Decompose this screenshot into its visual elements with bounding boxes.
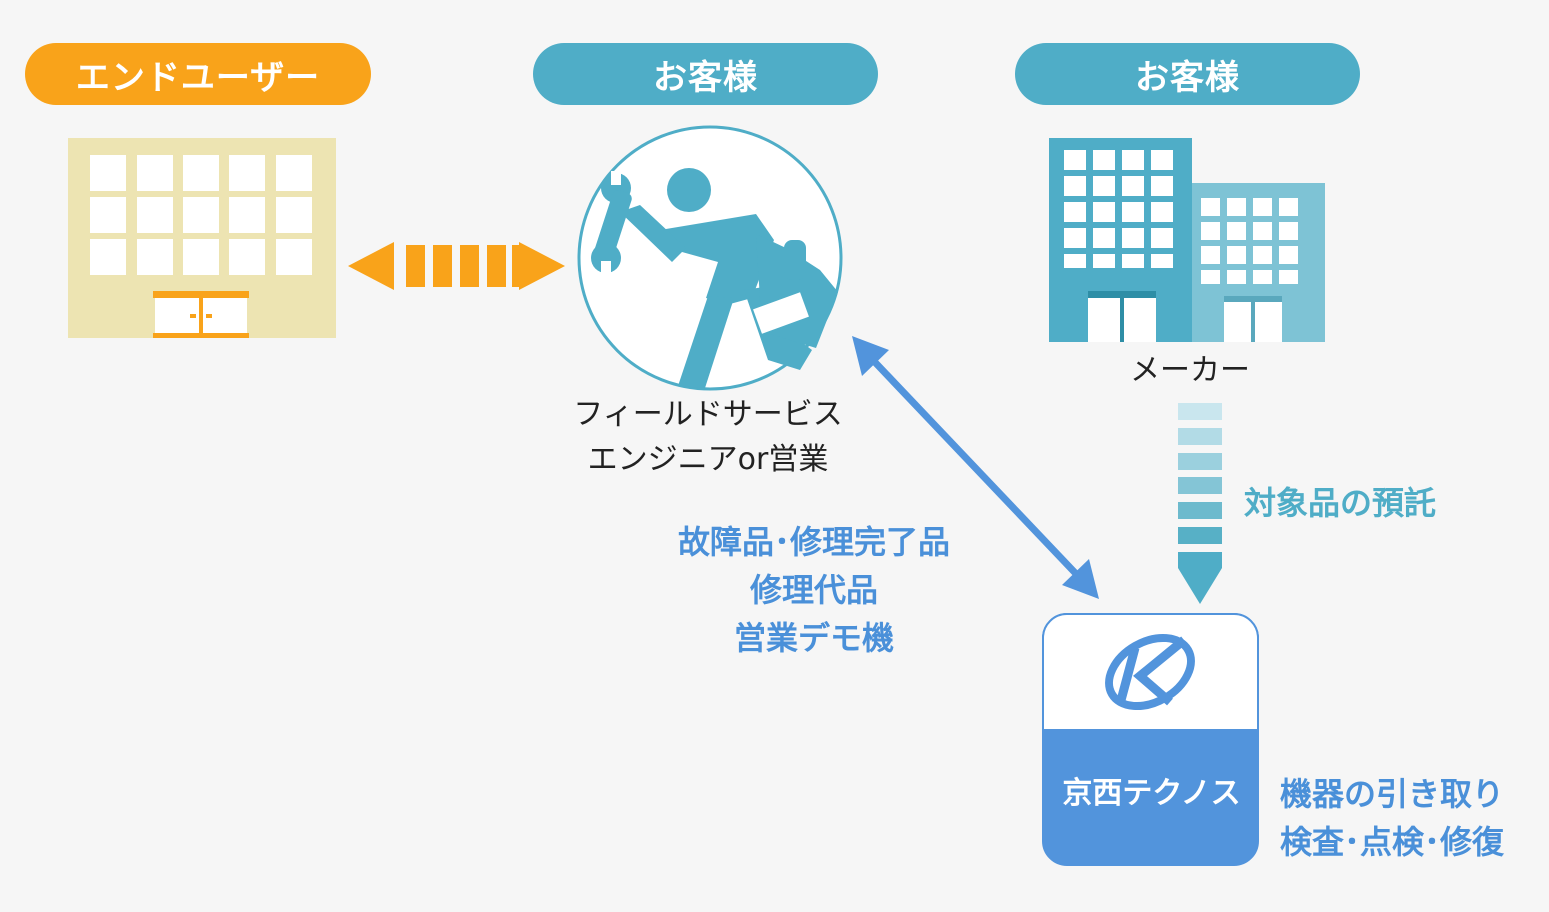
blue-double-arrow	[852, 336, 1099, 599]
services-label: 機器の引き取り 検査･点検･修復	[1280, 770, 1504, 866]
office-building-icon	[68, 138, 336, 338]
engineer-label-line1: フィールドサービス	[573, 397, 843, 432]
deposit-down-arrow	[1178, 403, 1222, 604]
company-box	[1042, 613, 1259, 866]
engineer-label-line2: エンジニアor営業	[587, 442, 829, 477]
end-user-header: エンドユーザー	[25, 43, 371, 105]
maker-label: メーカー	[1130, 353, 1250, 388]
items-label-line1: 故障品･修理完了品	[677, 523, 950, 561]
orange-double-arrow	[348, 242, 565, 290]
items-label-line3: 営業デモ機	[733, 619, 894, 657]
items-label: 故障品･修理完了品 修理代品 営業デモ機	[644, 518, 984, 662]
company-name: 京西テクノス	[1062, 776, 1241, 811]
services-label-line2: 検査･点検･修復	[1280, 823, 1505, 861]
customer-header-engineer: お客様	[533, 43, 878, 105]
maker-buildings-icon	[1049, 138, 1325, 342]
engineer-label: フィールドサービス エンジニアor営業	[548, 392, 868, 482]
field-engineer-icon	[577, 125, 843, 391]
deposit-label: 対象品の預託	[1244, 484, 1437, 522]
items-label-line2: 修理代品	[749, 571, 878, 609]
customer-header-maker: お客様	[1015, 43, 1360, 105]
company-logo-icon	[1105, 633, 1195, 711]
services-label-line1: 機器の引き取り	[1280, 775, 1505, 813]
